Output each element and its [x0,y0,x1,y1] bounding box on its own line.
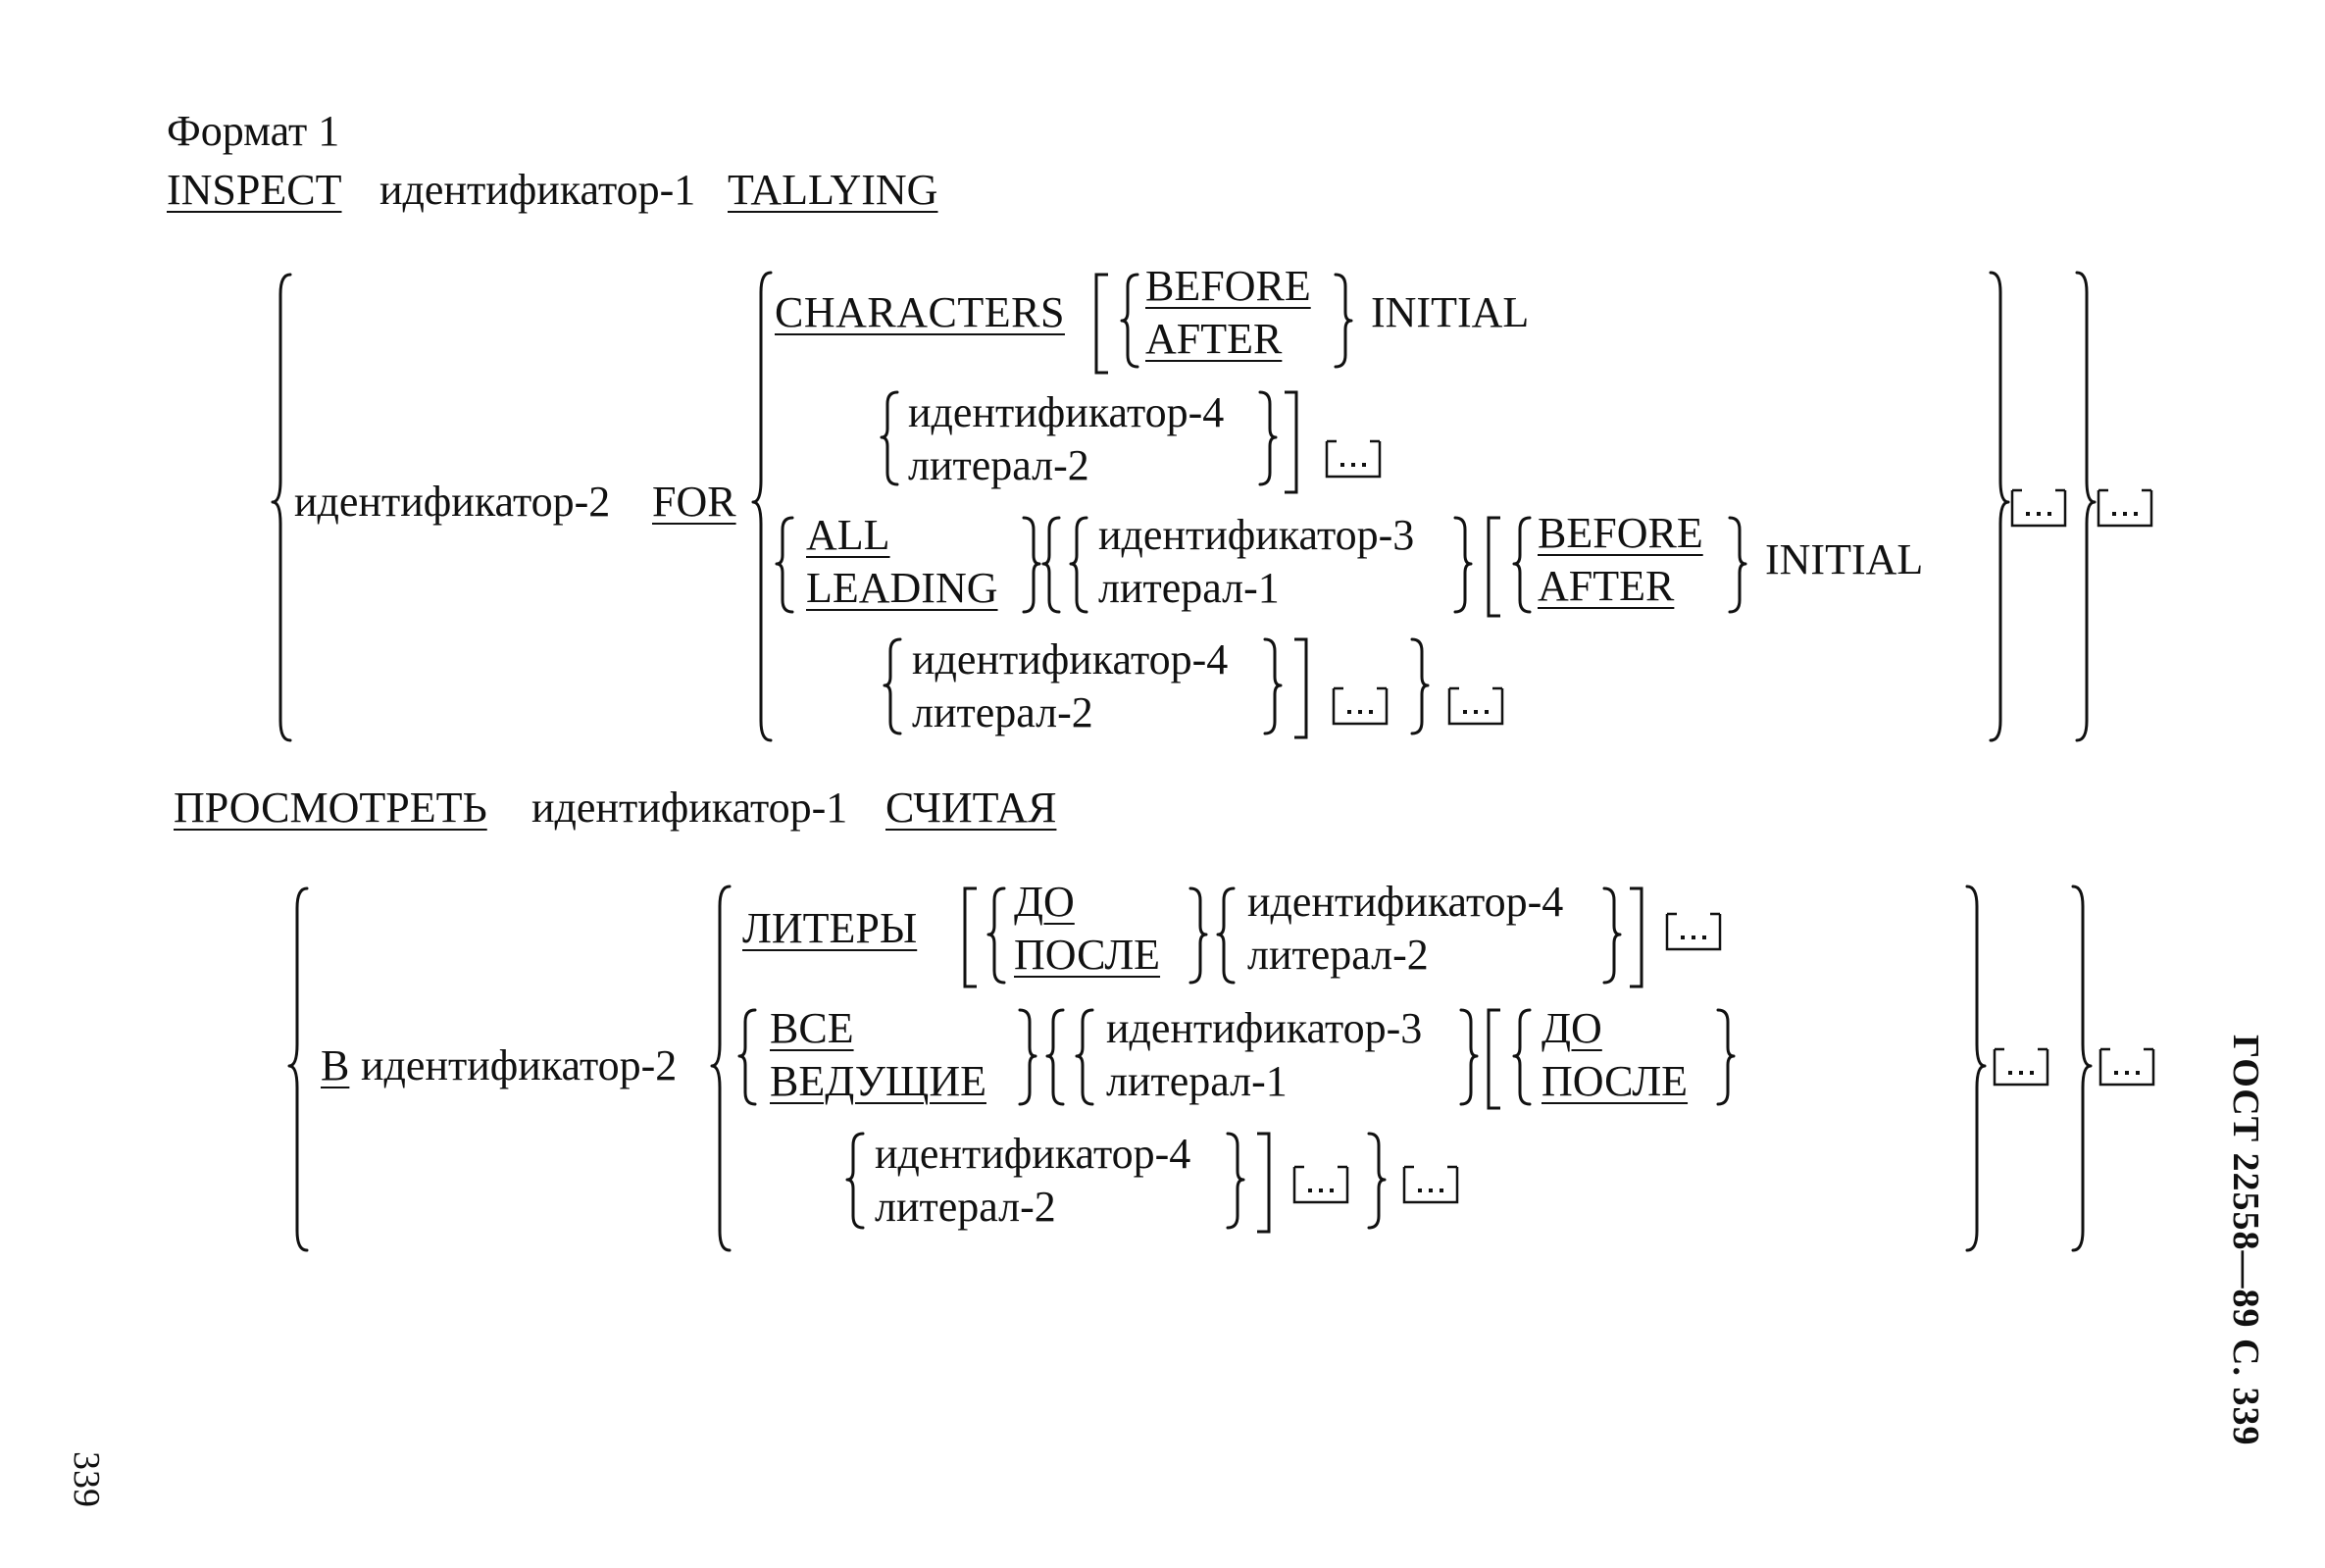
ident-4: идентификатор-4 [1247,878,1564,926]
keyword-prosmotret: ПРОСМОТРЕТЬ [174,784,487,832]
left-brace-small [1120,273,1139,369]
left-brace-small [1075,1008,1094,1106]
left-bracket [1487,1008,1500,1110]
left-bracket [1094,273,1108,375]
literal-2: литерал-2 [875,1183,1056,1231]
keyword-initial: INITIAL [1765,535,1924,583]
left-brace-outer [271,273,292,742]
left-brace-outer [287,886,309,1252]
literal-2: литерал-2 [912,688,1093,736]
ident-1: идентификатор-1 [531,784,848,832]
keyword-vse: ВСЕ [770,1004,854,1052]
ident-1: идентификатор-1 [379,166,696,214]
right-brace-small [1334,273,1353,369]
keyword-schitaya: СЧИТАЯ [885,784,1057,832]
literal-2: литерал-2 [908,441,1089,489]
right-brace-small [1453,516,1473,614]
keyword-after: AFTER [1538,562,1675,610]
keyword-characters: CHARACTERS [775,288,1065,336]
right-brace-small [1602,886,1622,985]
literal-1: литерал-1 [1098,564,1280,612]
left-brace-small [1045,1008,1065,1106]
keyword-do: ДО [1542,1004,1602,1052]
left-brace-small [1512,1008,1532,1106]
left-brace-small [1512,516,1532,614]
left-brace-small [1041,516,1061,614]
left-brace-small [737,1008,757,1106]
left-brace-small [1069,516,1088,614]
right-brace-small [1188,886,1208,985]
keyword-for: FOR [652,478,736,526]
left-brace-small [775,516,794,614]
keyword-before: BEFORE [1145,262,1311,310]
left-brace-small [845,1132,865,1230]
left-brace-small [1216,886,1236,985]
literal-1: литерал-1 [1106,1057,1288,1105]
keyword-posle: ПОСЛЕ [1542,1057,1689,1105]
left-brace-small [880,390,899,486]
right-brace-small [1716,1008,1736,1106]
left-brace-v [710,885,732,1252]
ident-4: идентификатор-4 [912,635,1229,683]
left-brace-for [751,271,773,742]
right-brace-small [1728,516,1747,614]
right-brace-small [1263,637,1283,735]
right-brace-small [1258,390,1278,486]
format-label: Формат 1 [167,107,340,155]
keyword-litery: ЛИТЕРЫ [742,904,918,952]
right-brace-small [1410,637,1430,735]
right-bracket [1630,886,1643,988]
ident-2: идентификатор-2 [361,1041,678,1089]
right-brace-outer [1989,271,2010,742]
left-brace-small [986,886,1006,985]
right-bracket [1294,637,1308,739]
ident-4: идентификатор-4 [875,1130,1191,1178]
keyword-tallying: TALLYING [728,166,938,214]
left-bracket [1487,516,1500,618]
right-brace-small [1018,1008,1037,1106]
ident-3: идентификатор-3 [1098,511,1415,559]
literal-2: литерал-2 [1247,931,1429,979]
right-brace-small [1459,1008,1479,1106]
keyword-inspect: INSPECT [167,166,342,214]
right-brace-outer [1965,885,1987,1252]
keyword-after: AFTER [1145,315,1283,363]
keyword-do: ДО [1014,878,1075,926]
right-bracket [1285,390,1298,494]
keyword-v: В [321,1041,350,1089]
keyword-before: BEFORE [1538,509,1703,557]
left-bracket [963,886,977,988]
ident-3: идентификатор-3 [1106,1004,1423,1052]
right-brace-small [1022,516,1041,614]
ident-4: идентификатор-4 [908,388,1225,436]
keyword-posle: ПОСЛЕ [1014,931,1161,979]
keyword-initial: INITIAL [1371,288,1530,336]
left-brace-small [883,637,902,735]
right-brace-small [1367,1132,1387,1230]
keyword-leading: LEADING [806,564,998,612]
right-brace-outer [2071,885,2093,1252]
keyword-veduschie: ВЕДУЩИЕ [770,1057,986,1105]
ident-2: идентификатор-2 [294,478,611,526]
keyword-all: ALL [806,511,890,559]
right-brace-small [1226,1132,1245,1230]
right-brace-outer [2075,271,2097,742]
right-bracket [1257,1132,1271,1234]
